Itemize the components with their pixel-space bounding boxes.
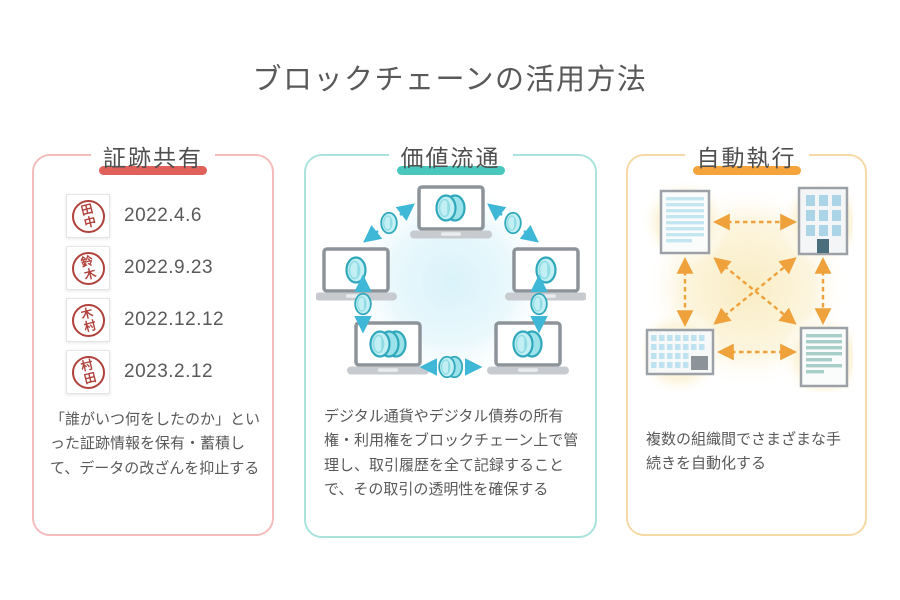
stamp-row: 村田 2023.2.12	[66, 350, 224, 394]
page-title: ブロックチェーンの活用方法	[252, 64, 648, 96]
stamp-row: 鈴木 2022.9.23	[66, 246, 224, 290]
laptop-icon	[484, 321, 571, 377]
transfer-arrow-icon	[362, 203, 415, 243]
coin-icon	[436, 196, 464, 221]
panel-description: デジタル通貨やデジタル債券の所有権・利用権をブロックチェーン上で管理し、取引履歴…	[324, 408, 579, 498]
transfer-arrow-icon	[529, 274, 548, 334]
laptop-icon	[315, 247, 399, 303]
coin-icon	[370, 332, 405, 357]
panel-description: 「誰がいつ何をしたのか」といった証跡情報を保有・蓄積して、データの改ざんを抑止す…	[50, 411, 261, 477]
laptop-icon	[502, 247, 586, 303]
hanko-stamp-icon: 鈴木	[66, 246, 110, 290]
panel-description: 複数の組織間でさまざまな手続きを自動化する	[646, 431, 842, 473]
header-underline	[692, 166, 801, 175]
transfer-arrow-icon	[353, 274, 372, 334]
building-wide-icon	[645, 328, 714, 376]
laptop-icon	[407, 185, 494, 241]
hanko-seal: 田中	[71, 199, 105, 233]
stamp-row: 木村 2022.12.12	[66, 298, 224, 342]
coin-icon	[534, 256, 557, 284]
value-circulation-diagram	[315, 178, 586, 383]
stamp-name: 鈴木	[78, 253, 98, 283]
document-icon	[659, 189, 710, 255]
panel-value-title: 価値流通	[400, 145, 501, 171]
panel-auto-header: 自動執行	[684, 139, 809, 175]
hanko-seal: 村田	[71, 355, 105, 389]
header-underline	[396, 166, 505, 175]
laptop-icon	[344, 321, 431, 377]
dashed-arrow	[676, 213, 831, 361]
panel-automatic-execution: 自動執行	[626, 139, 867, 536]
hanko-seal: 木村	[71, 303, 105, 337]
stamp-list: 田中 2022.4.6 鈴木 2022.9.23 木村	[66, 194, 224, 402]
panel-evidence-header: 証跡共有	[91, 139, 215, 175]
coin-icon	[513, 332, 541, 357]
hanko-stamp-icon: 田中	[66, 194, 110, 238]
stamp-date: 2022.9.23	[124, 257, 214, 278]
stamp-name: 木村	[78, 305, 98, 335]
hanko-stamp-icon: 村田	[66, 350, 110, 394]
stamp-date: 2022.12.12	[124, 309, 225, 330]
stamp-name: 田中	[78, 201, 98, 231]
hanko-stamp-icon: 木村	[66, 298, 110, 342]
stamp-name: 村田	[78, 357, 98, 387]
panel-auto-title: 自動執行	[696, 145, 797, 171]
hanko-seal: 鈴木	[71, 251, 105, 285]
stamp-date: 2022.4.6	[124, 205, 202, 226]
transfer-arrow-icon	[419, 357, 482, 378]
stamp-row: 田中 2022.4.6	[66, 194, 224, 238]
panel-value-header: 価値流通	[388, 139, 513, 175]
panel-value-circulation: 価値流通	[304, 139, 597, 538]
automation-network-diagram	[640, 182, 853, 392]
coin-icon	[344, 256, 367, 284]
stamp-date: 2023.2.12	[124, 361, 214, 382]
document-teal-icon	[799, 326, 848, 388]
panel-evidence-sharing: 証跡共有 田中 2022.4.6 鈴木 2022.9.23	[32, 139, 274, 536]
header-underline	[99, 166, 207, 175]
panel-evidence-title: 証跡共有	[103, 145, 203, 171]
transfer-arrow-icon	[486, 203, 539, 243]
building-icon	[797, 186, 848, 256]
